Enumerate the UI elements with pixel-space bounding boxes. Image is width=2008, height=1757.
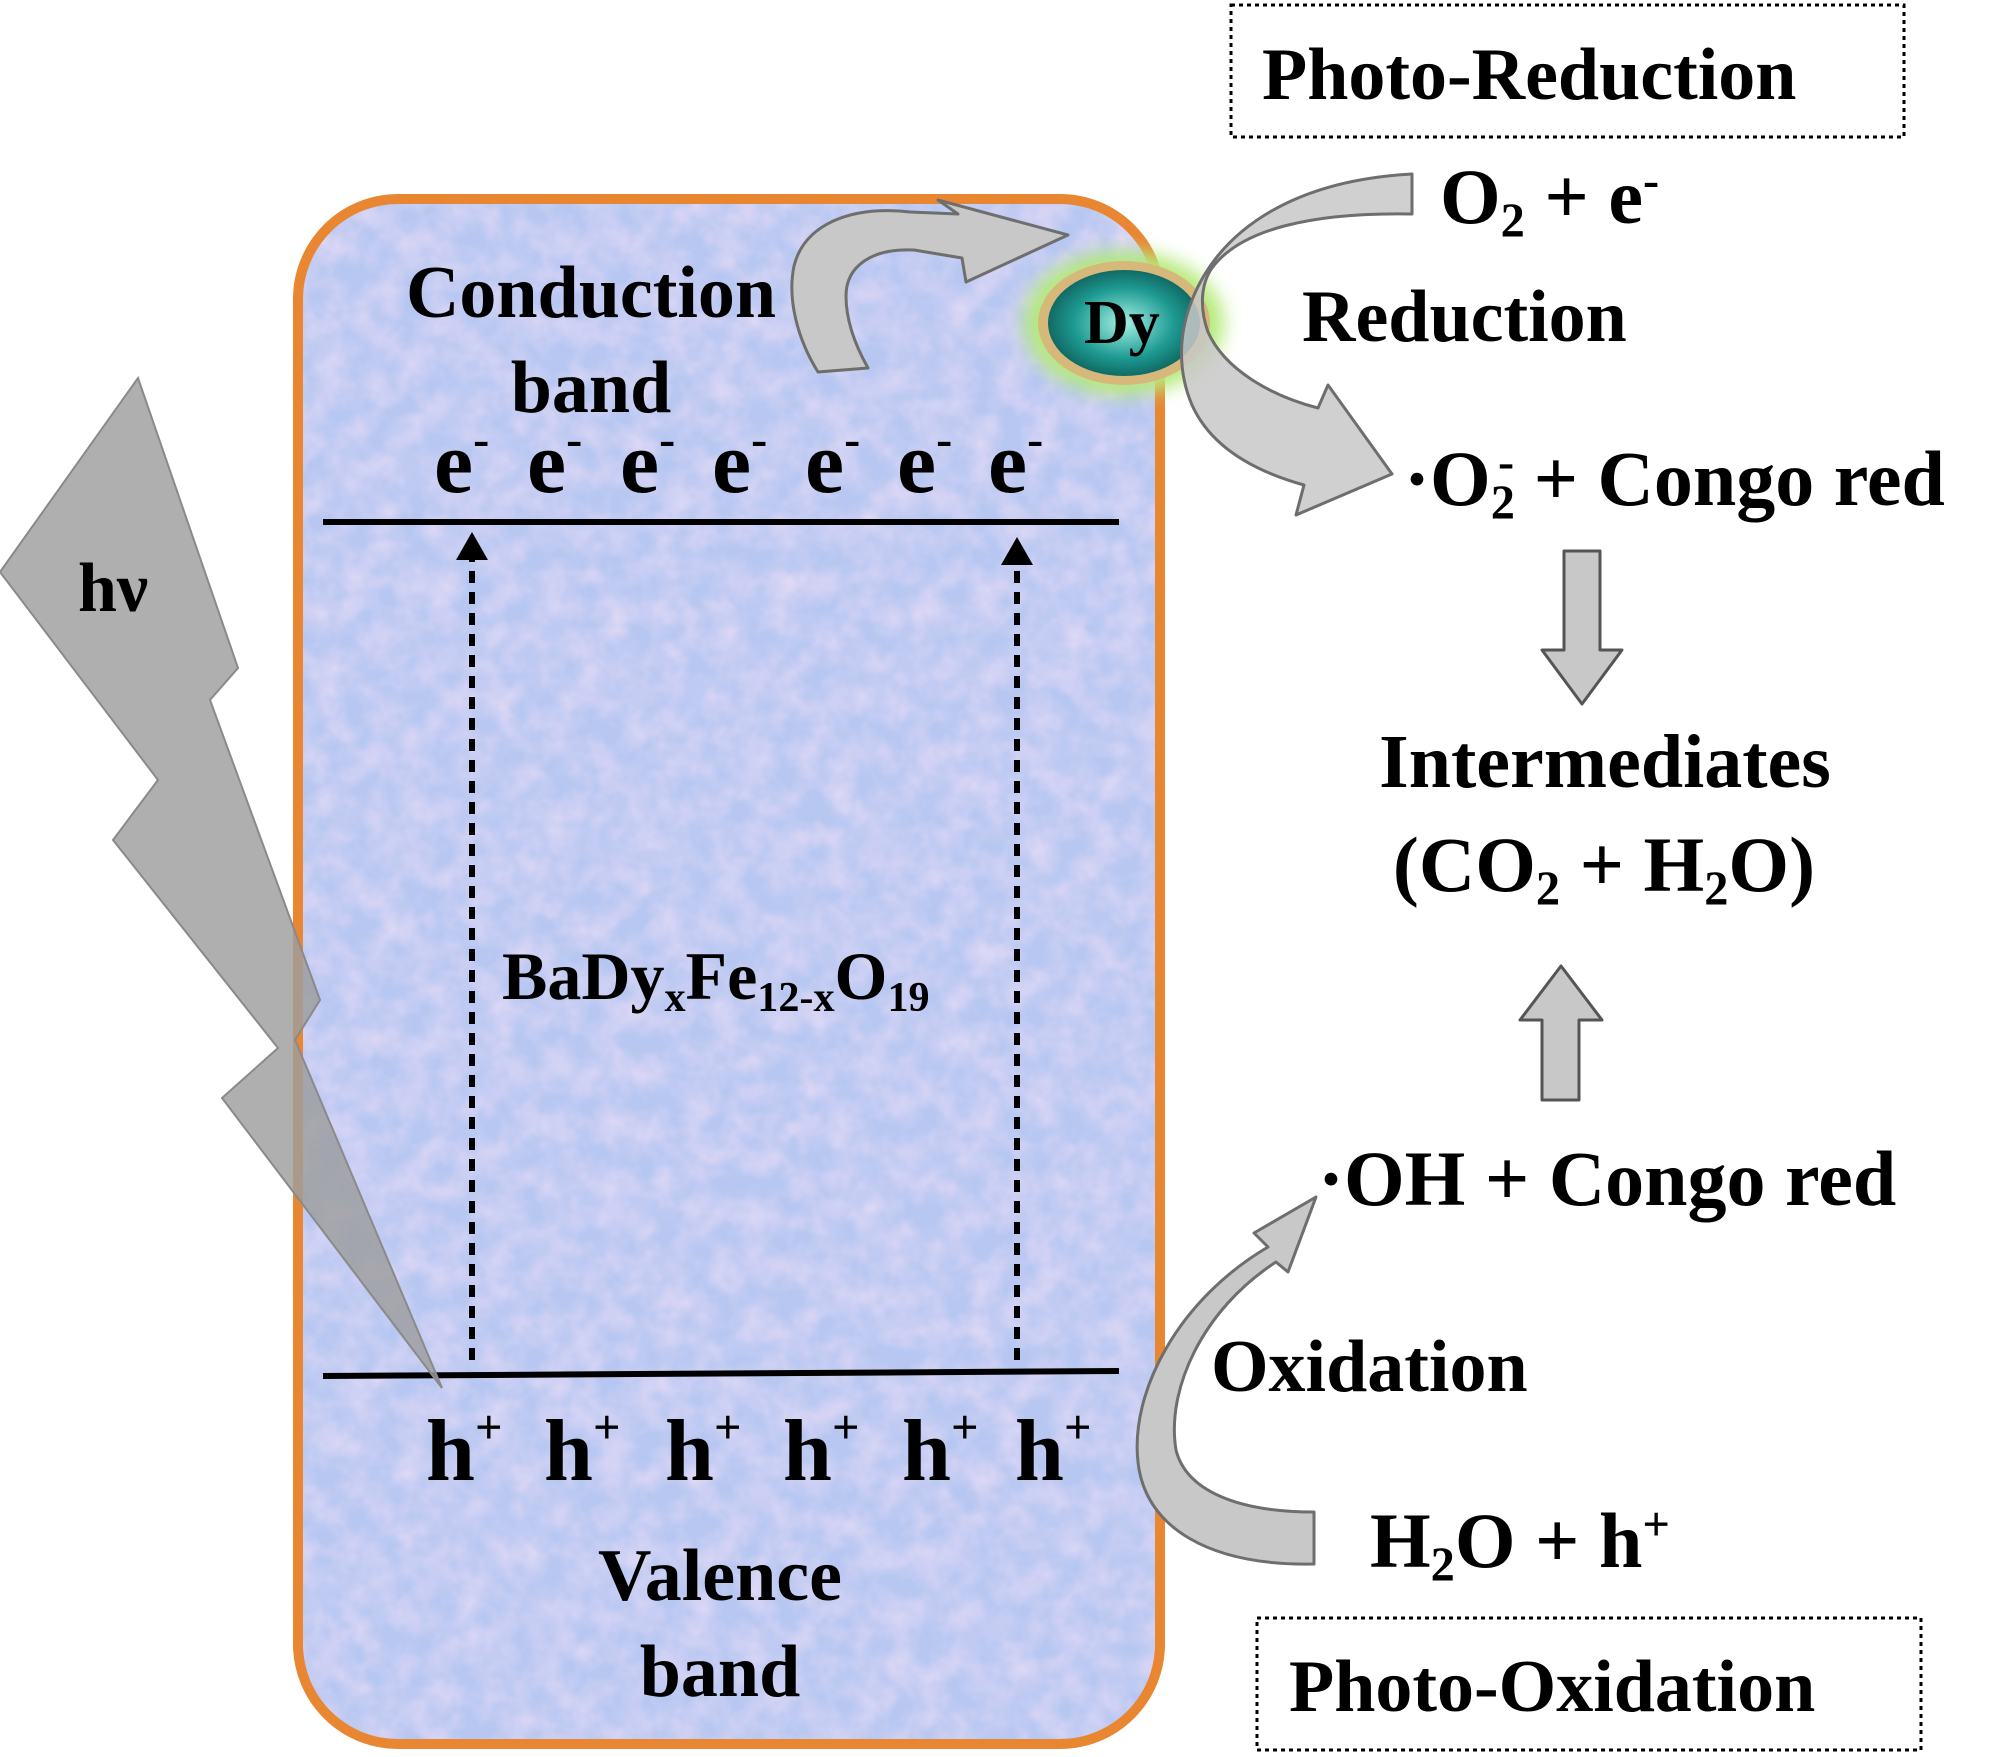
hydroxyl-congo-red: ·OH + Congo red [1318,1140,1896,1218]
oxidation-label: Oxidation [1211,1326,1528,1408]
electron-1: e- [434,413,490,512]
intermediates-products: (CO2 + H2O) [1330,826,1878,914]
congo-red: Congo red [1597,435,1945,522]
light-bolt-icon [0,375,443,1389]
radical-dot: · [1404,435,1431,522]
photo-oxidation-label: Photo-Oxidation [1289,1646,1816,1728]
up-arrow-icon [1518,964,1604,1102]
co2-subscript: 2 [1535,862,1561,916]
formula-dy: Dy [581,938,665,1014]
formula-o: O [834,938,888,1014]
o2-o: O [1440,153,1501,240]
hole-6: h+ [1015,1401,1092,1500]
excitation-arrow-right [1001,537,1033,1360]
superoxide-subscript: 2 [1490,476,1515,530]
dy-label: Dy [1084,289,1160,357]
hv-label: hν [78,550,149,627]
electron-charge: - [1642,154,1660,208]
paren-open: ( [1392,821,1419,908]
formula-fe-subscript: 12-x [757,973,835,1021]
oxygen-electron-reactant: O2 + e- [1440,157,1659,245]
formula-o-subscript: 19 [887,973,930,1021]
plus-sign: + [1544,153,1589,240]
hole-1: h+ [426,1401,503,1500]
hydroxyl-oh: OH [1344,1135,1466,1222]
photo-reduction-box [1229,3,1906,139]
catalyst-formula: BaDyxFe12-xO19 [502,942,930,1018]
formula-fe: Fe [685,938,758,1014]
h2o-h: H [1643,821,1705,908]
electron-5: e- [805,413,861,512]
superoxide-o: O [1430,435,1491,522]
valence-band-line1: Valence [598,1535,842,1617]
co2-co: CO [1418,821,1536,908]
dy-dopant-icon [1024,251,1224,395]
electron-3: e- [620,413,676,512]
photo-reduction-label: Photo-Reduction [1262,34,1797,116]
intermediates-label: Intermediates [1379,720,1831,804]
electron-6: e- [897,413,953,512]
formula-dy-subscript: x [664,973,686,1021]
catalyst-particle [293,194,1165,1749]
valence-band-line2: band [639,1631,801,1713]
water-hole-reactant: H2O + h+ [1370,1501,1670,1589]
reduction-arrow [1180,172,1414,517]
hole-4: h+ [783,1401,860,1500]
hole-charge: + [1642,1498,1670,1552]
h2o-subscript: 2 [1430,1538,1455,1592]
electron-4: e- [712,413,768,512]
conduction-band-label: Conduction band [385,246,797,436]
oxidation-arrow [1135,1195,1318,1566]
h2o-o: O [1728,821,1790,908]
valence-band-edge [322,1368,1120,1379]
hole-2: h+ [544,1401,621,1500]
hole-5: h+ [902,1401,979,1500]
paren-close: ) [1789,821,1816,908]
electron-7: e- [988,413,1044,512]
h2o-o: O [1454,1497,1516,1584]
radical-dot: · [1318,1135,1345,1222]
electron-transfer-arrow [790,198,1070,374]
hole-3: h+ [665,1401,742,1500]
superoxide-charge: - [1497,436,1515,490]
hole-h: h [1598,1497,1643,1584]
plus-sign: + [1533,435,1579,522]
electron-e: e [1608,153,1643,240]
h2o-subscript: 2 [1704,862,1729,916]
plus-sign: + [1535,1497,1580,1584]
congo-red: Congo red [1548,1135,1897,1222]
plus-sign: + [1484,1135,1530,1222]
h2o-h: H [1370,1497,1431,1584]
valence-band-label: Valence band [520,1528,920,1720]
conduction-band-line2: band [510,347,672,429]
formula-ba: Ba [502,938,582,1014]
reduction-label: Reduction [1302,276,1627,358]
o2-subscript: 2 [1500,194,1525,248]
excitation-arrow-left [456,532,488,1360]
superoxide-congo-red: ·O2- + Congo red [1404,439,1945,527]
electron-2: e- [527,413,583,512]
photo-oxidation-box [1255,1616,1923,1752]
conduction-band-line1: Conduction [405,252,777,334]
down-arrow-icon [1540,549,1624,706]
plus-sign: + [1579,821,1625,908]
